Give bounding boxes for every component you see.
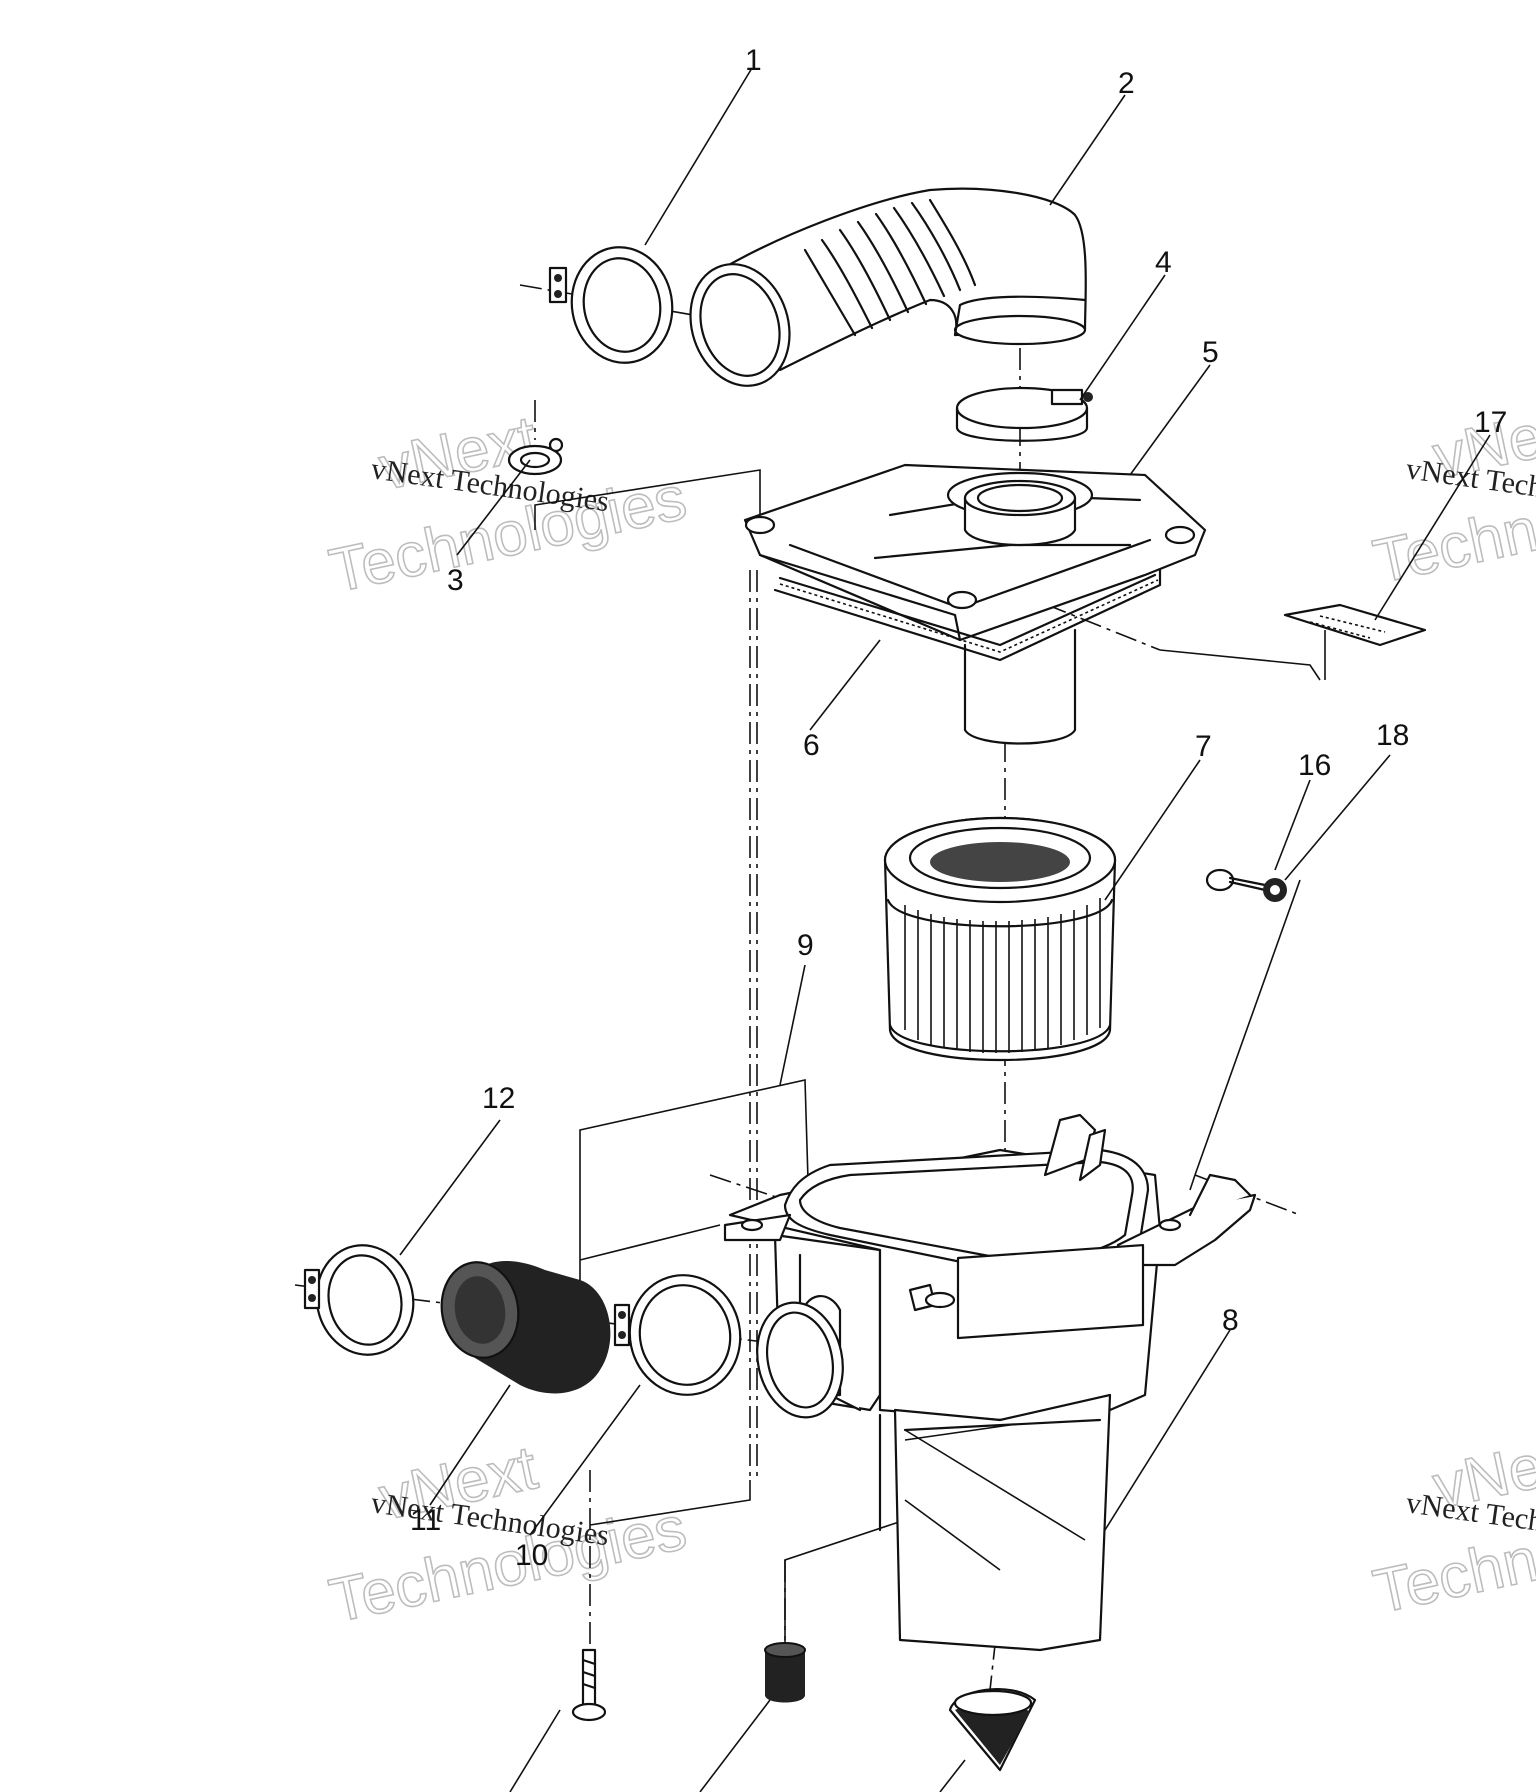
- callout-4: 4: [1155, 246, 1172, 279]
- callout-12: 12: [482, 1082, 515, 1115]
- callout-8: 8: [1222, 1304, 1239, 1337]
- part-5-airbox-cover[interactable]: [743, 463, 1207, 745]
- filter-pleats: [904, 898, 1101, 1053]
- connector-lines: [534, 469, 1326, 1640]
- callout-18: 18: [1376, 719, 1409, 752]
- callout-2: 2: [1118, 67, 1135, 100]
- bottom-screw[interactable]: [571, 1648, 607, 1722]
- part-8-inlet-tube[interactable]: [747, 1295, 853, 1426]
- part-7-filter-element[interactable]: [883, 816, 1117, 1062]
- drain-valve[interactable]: [948, 1688, 1037, 1772]
- callout-1: 1: [745, 44, 762, 77]
- callout-3: 3: [447, 564, 464, 597]
- callout-11: 11: [410, 1504, 441, 1537]
- part-11-inlet-boot[interactable]: [434, 1256, 611, 1394]
- leader-lines: [399, 67, 1491, 1792]
- part-18-washer[interactable]: [1263, 878, 1287, 902]
- part-3-clip[interactable]: [507, 437, 564, 476]
- part-1-hose-clamp[interactable]: [548, 239, 681, 371]
- callout-16: 16: [1298, 749, 1331, 782]
- callout-7: 7: [1195, 730, 1212, 763]
- callout-17: 17: [1474, 406, 1507, 439]
- callout-labels: 1 2 3 4 5 6 7 8 9 10 11 12 16 18 17: [410, 44, 1507, 1572]
- callout-6: 6: [803, 729, 820, 762]
- callout-5: 5: [1202, 336, 1219, 369]
- part-6-gasket[interactable]: [773, 568, 1162, 662]
- part-17-decal[interactable]: [1283, 603, 1427, 647]
- part-10-clamp[interactable]: [613, 1265, 751, 1405]
- part-16-bolt[interactable]: [1205, 868, 1267, 892]
- callout-9: 9: [797, 929, 814, 962]
- part-2-intake-boot[interactable]: [675, 187, 1087, 399]
- part-4-clamp-ring[interactable]: [955, 386, 1093, 442]
- bottom-nut[interactable]: [764, 1642, 806, 1703]
- part-12-clamp[interactable]: [303, 1236, 423, 1364]
- callout-10: 10: [515, 1539, 548, 1572]
- boot-bellows-ribs: [803, 198, 977, 337]
